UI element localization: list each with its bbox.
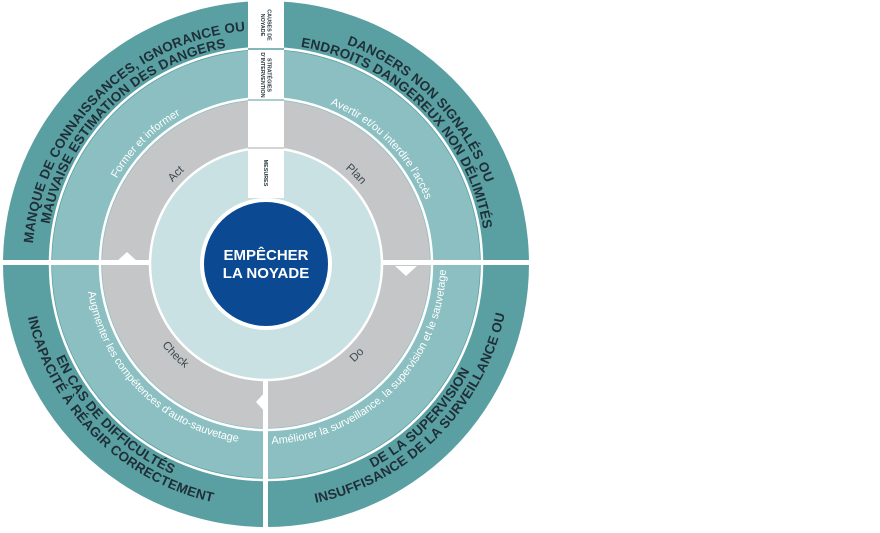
svg-text:CAUSES DE: CAUSES DE (266, 9, 272, 41)
arrow-do-icon (395, 266, 417, 276)
center-title-line2: LA NOYADE (223, 265, 309, 282)
tag-channel (248, 0, 284, 198)
tag-causes: CAUSES DE NOYADE (259, 9, 272, 41)
tag-strategies: STRATÉGIES D'INTERVENTION (259, 52, 274, 97)
arrow-act-icon (116, 252, 138, 262)
center-disc (200, 198, 332, 330)
arrow-check-icon (256, 391, 266, 413)
svg-text:D'INTERVENTION: D'INTERVENTION (259, 52, 265, 97)
center-title-line1: EMPÊCHER (223, 246, 308, 264)
svg-text:NOYADE: NOYADE (259, 14, 265, 37)
tag-mesures: MESURES (262, 160, 268, 187)
svg-text:STRATÉGIES: STRATÉGIES (266, 58, 274, 92)
arrow-plan-icon (265, 116, 275, 138)
svg-text:MESURES: MESURES (262, 160, 268, 187)
